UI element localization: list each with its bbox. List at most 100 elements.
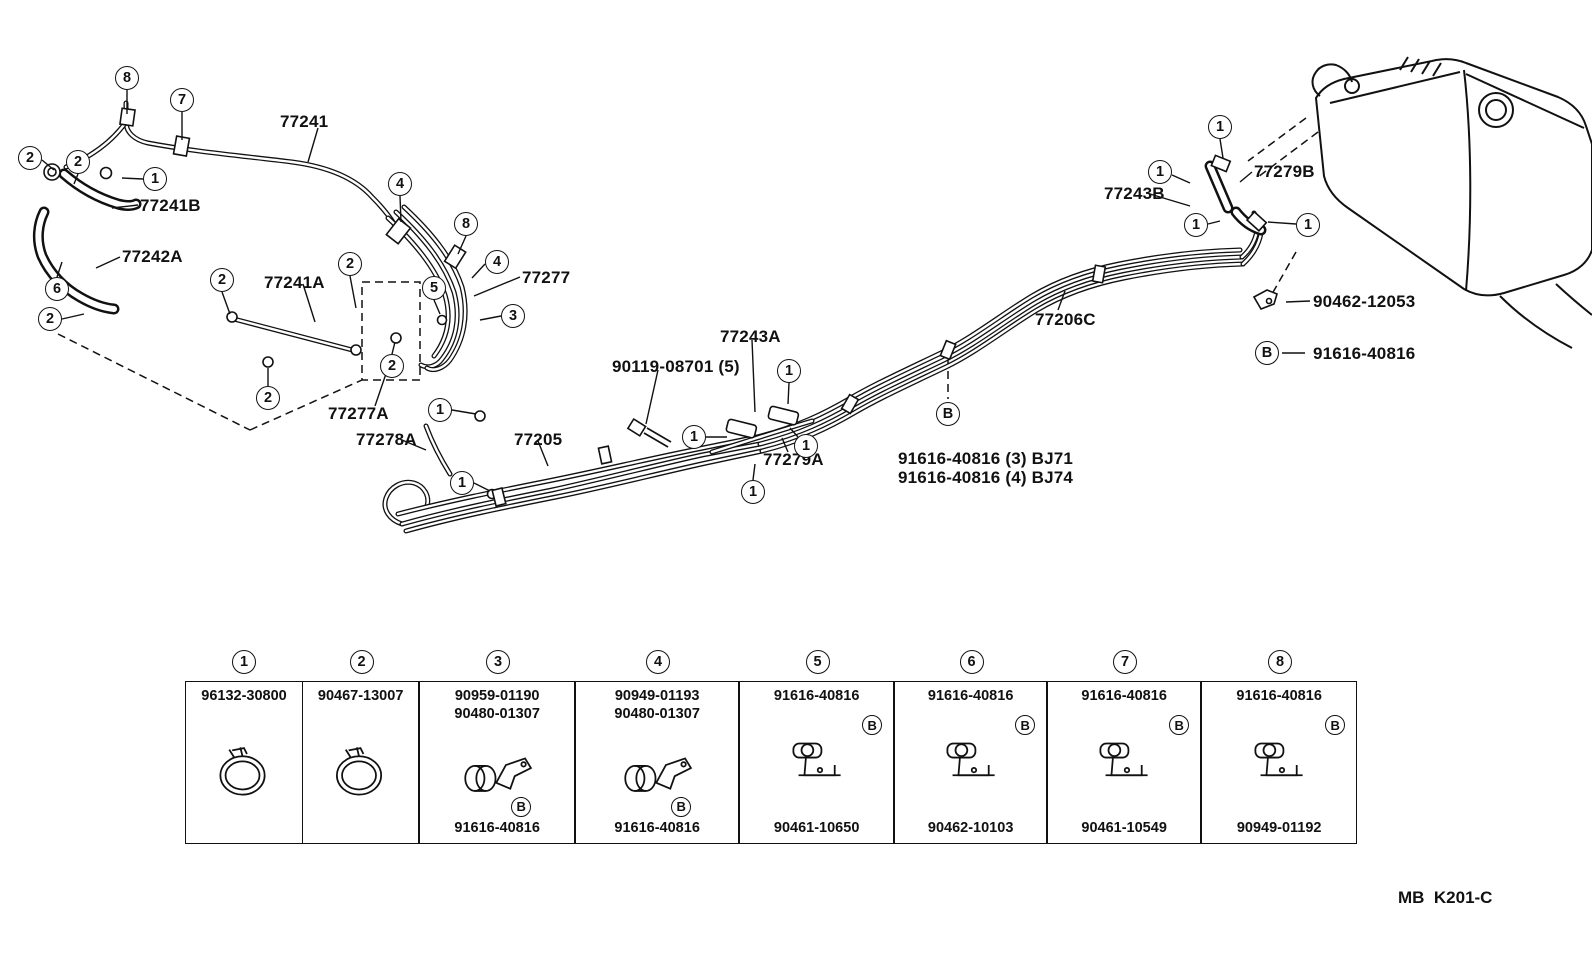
legend-box-2: 90467-13007 [302, 681, 420, 844]
legend-icon-wrap: B [1204, 705, 1354, 819]
part-label-91616-40816-right: 91616-40816 [1313, 344, 1416, 363]
part-number: 90480-01307 [614, 706, 700, 723]
part-label-77279b: 77279B [1254, 162, 1315, 181]
clamp-bracket-icon [761, 731, 873, 793]
callout-2-6: 2 [38, 307, 62, 331]
legend-index-5: 5 [805, 650, 830, 674]
b-badge: B [671, 796, 692, 817]
callout-b-22: B [936, 402, 960, 426]
part-label-77278a: 77278A [356, 430, 417, 449]
clamp-bracket-icon [1068, 731, 1180, 793]
callout-2-3: 2 [66, 150, 90, 174]
legend-icon-wrap: B [897, 705, 1044, 819]
callout-2-2: 2 [18, 146, 42, 170]
part-label-77277: 77277 [522, 268, 571, 287]
callout-1-24: 1 [1148, 160, 1172, 184]
legend-index-4: 4 [646, 650, 670, 674]
part-number: 91616-40816 [1236, 688, 1322, 704]
callout-8-0: 8 [115, 66, 139, 90]
part-number: 90461-10650 [773, 819, 860, 836]
part-number: 90959-01190 [454, 688, 540, 704]
part-label-77241b: 77241B [140, 196, 201, 215]
legend-icon-wrap [305, 705, 416, 837]
part-label-90119-08701: 90119-08701 (5) [612, 357, 740, 376]
part-label-91616-bj71: 91616-40816 (3) BJ71 [898, 449, 1074, 468]
part-label-77242a: 77242A [122, 247, 183, 266]
callout-1-16: 1 [428, 398, 452, 422]
part-label-90462-12053: 90462-12053 [1313, 292, 1416, 311]
part-number: 91616-40816 [773, 688, 860, 704]
legend-icon-wrap: B [1050, 705, 1198, 819]
legend-index-8: 8 [1268, 650, 1292, 674]
legend-icon-wrap: B [578, 723, 736, 819]
callout-1-21: 1 [741, 480, 765, 504]
legend-column-1: 1 96132-30800 [185, 650, 303, 844]
legend-index-2: 2 [349, 650, 374, 674]
clamp-bracket-icon [1223, 731, 1335, 793]
legend-table: 1 96132-30800 2 90467-13007 3 90959-01190 9048… [185, 650, 1358, 844]
callout-1-25: 1 [1184, 213, 1208, 237]
callout-1-19: 1 [777, 359, 801, 383]
callout-4-9: 4 [388, 172, 412, 196]
fuel-tank-drawing [1311, 56, 1592, 349]
part-number: 90480-01307 [454, 706, 540, 723]
band-clamp-icon [188, 740, 300, 802]
part-label-77243b: 77243B [1104, 184, 1165, 203]
callout-2-14: 2 [256, 386, 280, 410]
legend-icon-wrap [188, 705, 300, 837]
callout-1-4: 1 [143, 167, 167, 191]
legend-column-2: 2 90467-13007 [302, 650, 420, 844]
part-label-77206c: 77206C [1035, 310, 1096, 329]
legend-index-3: 3 [486, 650, 510, 674]
label-leader-lines [95, 127, 1311, 467]
legend-index-6: 6 [959, 650, 984, 674]
part-number: 91616-40816 [614, 819, 700, 836]
legend-box-1: 96132-30800 [185, 681, 303, 844]
legend-index-7: 7 [1113, 650, 1137, 674]
part-label-77241: 77241 [280, 112, 329, 131]
legend-index-1: 1 [232, 650, 256, 674]
part-number: 91616-40816 [1081, 688, 1167, 704]
drawing-code: MB K201-C [1398, 888, 1493, 907]
callout-8-10: 8 [454, 212, 478, 236]
callout-2-8: 2 [338, 252, 362, 276]
callout-1-18: 1 [682, 425, 706, 449]
band-clamp-icon [305, 740, 416, 802]
part-number: 96132-30800 [201, 688, 287, 704]
callout-2-15: 2 [380, 354, 404, 378]
b-badge: B [1015, 715, 1036, 736]
callout-leader-lines [41, 90, 1297, 492]
callout-5-12: 5 [422, 276, 446, 300]
callout-1-26: 1 [1296, 213, 1320, 237]
callout-2-7: 2 [210, 268, 234, 292]
b-badge: B [1325, 715, 1346, 736]
grommet-bracket-icon [601, 740, 713, 802]
legend-icon-wrap: B [422, 723, 572, 819]
legend-icon-wrap: B [742, 705, 891, 819]
part-number: 91616-40816 [454, 819, 540, 836]
part-number: 91616-40816 [927, 688, 1014, 704]
callout-1-17: 1 [450, 471, 474, 495]
callout-b-27: B [1255, 341, 1279, 365]
callout-7-1: 7 [170, 88, 194, 112]
part-number: 90467-13007 [317, 688, 404, 704]
part-label-77241a: 77241A [264, 273, 325, 292]
callout-1-23: 1 [1208, 115, 1232, 139]
b-badge: B [511, 796, 532, 817]
callout-3-13: 3 [501, 304, 525, 328]
clamp-bracket-icon [915, 731, 1027, 793]
dashed-reference-lines [57, 117, 1319, 431]
callout-1-20: 1 [794, 434, 818, 458]
